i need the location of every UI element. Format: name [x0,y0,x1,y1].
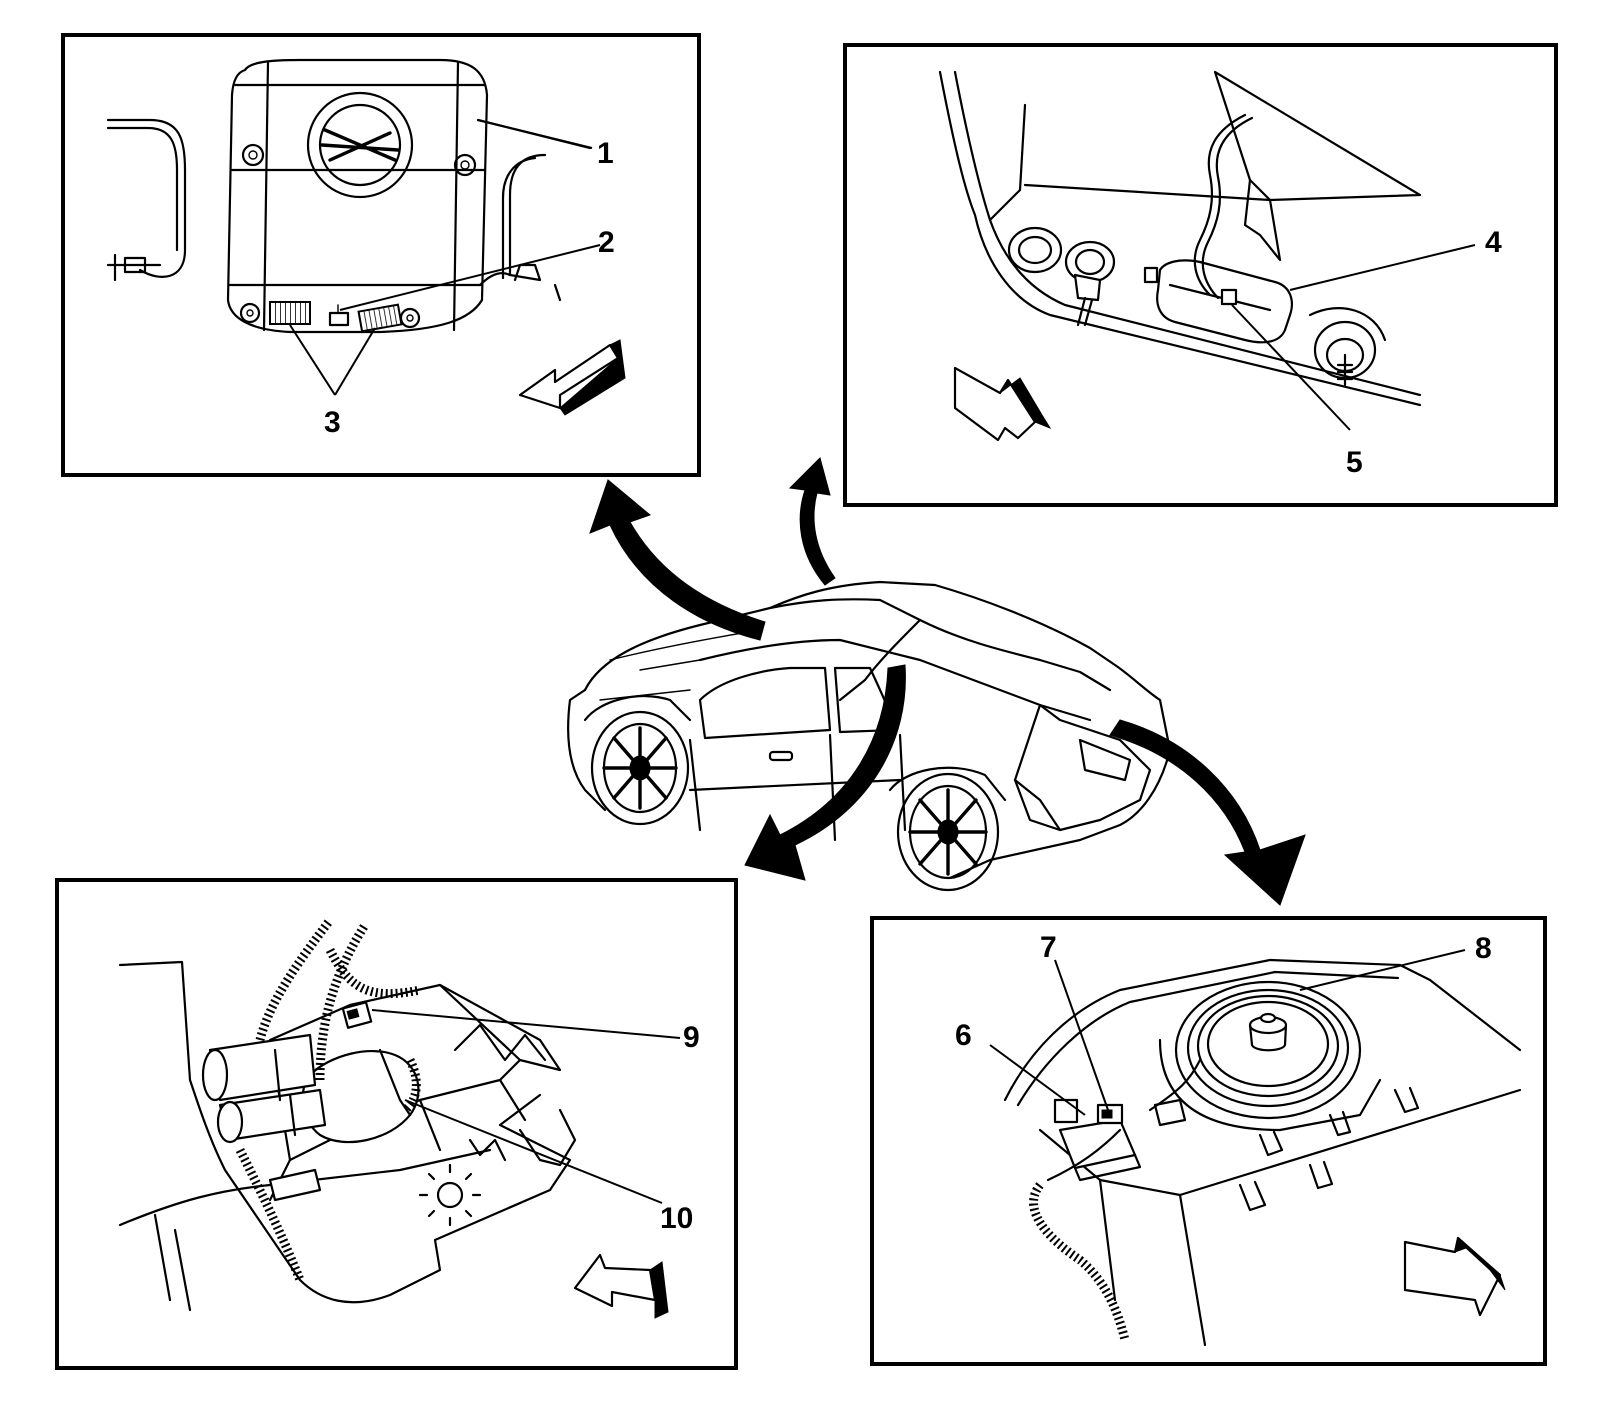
callout-5: 5 [1346,446,1363,479]
detail-panel-glove-box-area: 9 10 [55,878,738,1370]
callout-3: 3 [324,406,341,439]
direction-arrow-forward [518,339,626,416]
direction-arrow-rearward [953,366,1052,442]
direction-arrow-rearward-right [1403,1236,1506,1317]
detail-panel-rear-window-module: 4 5 [843,43,1558,507]
detail-panel-rear-shelf-speaker: 7 6 8 [870,916,1547,1366]
callout-6: 6 [955,1019,972,1052]
callout-9: 9 [683,1021,700,1054]
front-wheel [583,695,692,826]
direction-arrow-forward-left [573,1253,669,1319]
callout-1: 1 [597,137,614,170]
callout-2: 2 [598,226,615,259]
bumper-stop-right [1308,307,1387,387]
callout-7: 7 [1040,931,1057,964]
detail-panel-overhead-console: 1 2 3 [61,33,701,477]
callout-8: 8 [1475,932,1492,965]
blower-motor [201,1033,327,1144]
bumper-stop-left [1007,226,1116,327]
callout-4: 4 [1485,226,1502,259]
light-symbol-icon [418,1163,482,1227]
rear-wheel [888,766,1007,892]
vehicle-illustration [567,580,1172,892]
callout-10: 10 [660,1202,693,1235]
speaker-assembly [1158,980,1382,1132]
pointer-arrows [589,457,1306,906]
